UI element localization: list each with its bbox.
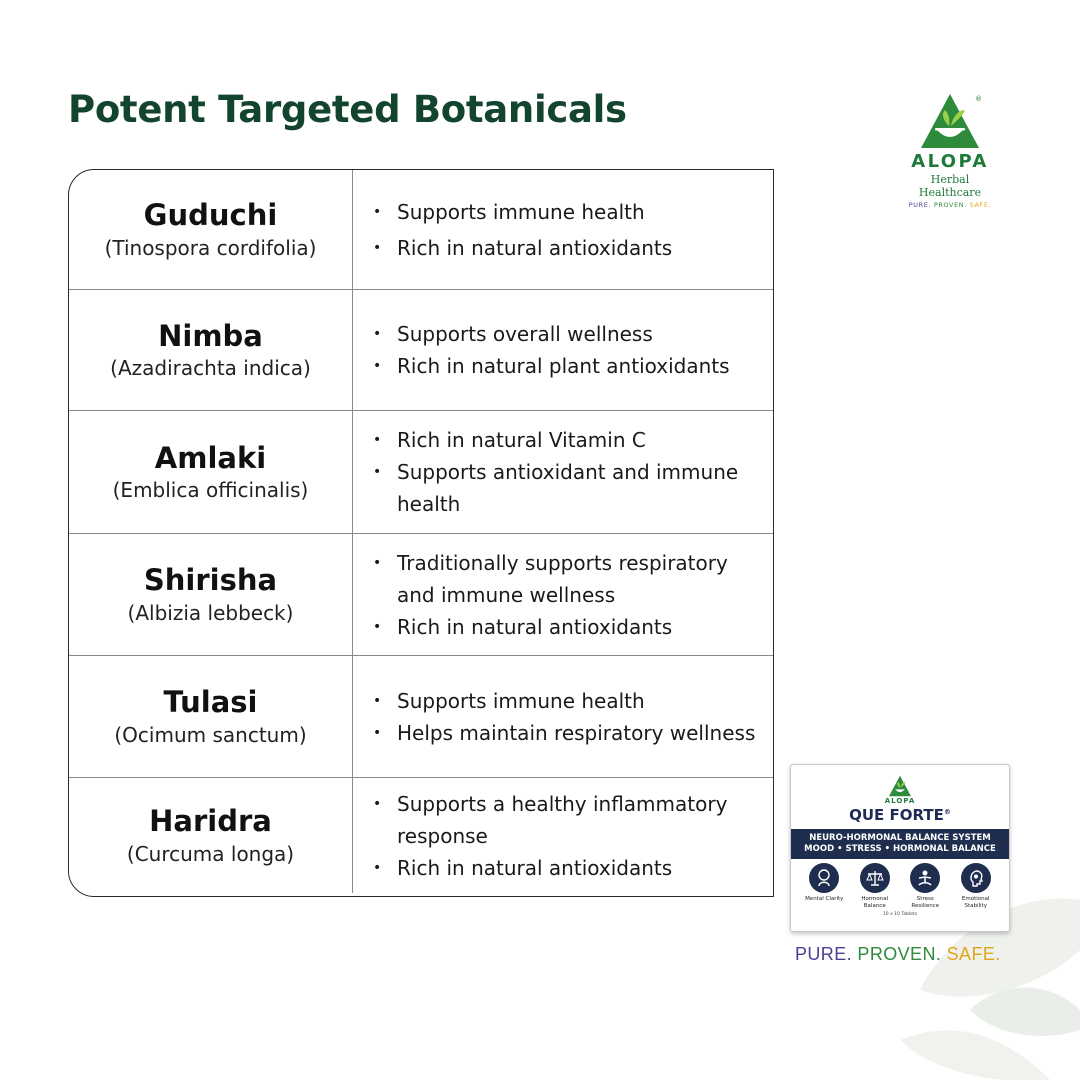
benefit-item: •Traditionally supports respiratory and … <box>373 547 763 611</box>
benefits-cell: •Traditionally supports respiratory and … <box>353 534 773 655</box>
bullet-icon: • <box>373 859 382 876</box>
benefit-item: •Supports immune health <box>373 196 763 228</box>
tagline-pure: PURE. <box>795 944 853 964</box>
benefit-item: •Supports immune health <box>373 685 763 717</box>
product-benefit: Stress Resilience <box>905 863 945 910</box>
bullet-icon: • <box>373 692 382 709</box>
tagline-proven: PROVEN. <box>857 944 942 964</box>
herb-latin-name: (Emblica officinalis) <box>112 478 309 503</box>
benefit-item: •Rich in natural plant antioxidants <box>373 350 763 382</box>
footer-tagline: PURE. PROVEN. SAFE. <box>795 944 1001 965</box>
svg-text:®: ® <box>975 95 981 103</box>
herb-cell: Tulasi (Ocimum sanctum) <box>69 656 353 777</box>
product-brand: ALOPA <box>884 797 916 805</box>
bullet-icon: • <box>373 326 382 342</box>
product-count: 10 x 10 Tablets <box>882 912 918 917</box>
table-row: Haridra (Curcuma longa) •Supports a heal… <box>69 778 773 893</box>
product-benefit: Mental Clarity <box>804 863 844 910</box>
herb-cell: Haridra (Curcuma longa) <box>69 778 353 893</box>
brand-tagline: PURE. PROVEN. SAFE. <box>908 201 992 209</box>
herb-latin-name: (Albizia lebbeck) <box>127 600 294 625</box>
scales-icon <box>859 863 890 893</box>
herb-cell: Nimba (Azadirachta indica) <box>69 290 353 410</box>
benefit-item: •Rich in natural antioxidants <box>373 232 763 264</box>
product-system: NEURO-HORMONAL BALANCE SYSTEM <box>809 833 991 843</box>
brand-name: ALOPA <box>911 151 989 172</box>
herb-latin-name: (Azadirachta indica) <box>110 356 311 381</box>
head-profile-icon <box>960 863 991 893</box>
bullet-icon: • <box>373 618 382 635</box>
benefits-cell: •Supports overall wellness •Rich in natu… <box>353 290 773 410</box>
brain-icon <box>809 863 840 893</box>
table-row: Guduchi (Tinospora cordifolia) •Supports… <box>69 170 773 290</box>
bullet-icon: • <box>373 554 382 571</box>
product-benefit-icons: Mental Clarity Hormonal Balance Stress R… <box>791 863 1009 910</box>
product-benefit: Hormonal Balance <box>855 863 895 910</box>
herb-name: Tulasi <box>163 685 258 720</box>
bullet-icon: • <box>373 358 382 374</box>
product-focus: MOOD • STRESS • HORMONAL BALANCE <box>804 844 996 854</box>
herb-latin-name: (Tinospora cordifolia) <box>104 235 317 260</box>
herb-name: Guduchi <box>143 198 278 233</box>
leaf-background <box>900 898 1080 1080</box>
product-name: QUE FORTE® <box>849 806 951 824</box>
alopa-logo-icon <box>889 775 911 797</box>
benefits-cell: •Supports immune health •Helps maintain … <box>353 656 773 777</box>
brand-logo: ® ALOPA Herbal Healthcare PURE. PROVEN. … <box>905 92 995 209</box>
herb-name: Haridra <box>149 804 272 839</box>
bullet-icon: • <box>373 203 382 220</box>
herb-latin-name: (Ocimum sanctum) <box>114 722 307 747</box>
table-row: Tulasi (Ocimum sanctum) •Supports immune… <box>69 656 773 778</box>
herb-cell: Shirisha (Albizia lebbeck) <box>69 534 353 655</box>
benefits-cell: •Supports immune health •Rich in natural… <box>353 170 773 289</box>
benefits-cell: •Rich in natural Vitamin C •Supports ant… <box>353 411 773 533</box>
table-row: Amlaki (Emblica officinalis) •Rich in na… <box>69 411 773 534</box>
herb-name: Amlaki <box>154 440 267 475</box>
benefit-item: •Supports overall wellness <box>373 318 763 350</box>
bullet-icon: • <box>373 239 382 256</box>
benefit-item: •Rich in natural Vitamin C <box>373 424 763 456</box>
benefit-item: •Supports a healthy inflammatory respons… <box>373 788 763 852</box>
bullet-icon: • <box>373 795 382 812</box>
herb-latin-name: (Curcuma longa) <box>126 841 295 866</box>
product-description-band: NEURO-HORMONAL BALANCE SYSTEM MOOD • STR… <box>791 829 1009 859</box>
herb-name: Nimba <box>158 318 263 353</box>
table-row: Nimba (Azadirachta indica) •Supports ove… <box>69 290 773 411</box>
herb-cell: Amlaki (Emblica officinalis) <box>69 411 353 533</box>
herb-name: Shirisha <box>143 563 278 598</box>
product-benefit: Emotional Stability <box>956 863 996 910</box>
benefits-cell: •Supports a healthy inflammatory respons… <box>353 778 773 893</box>
alopa-logo-icon: ® <box>921 94 981 148</box>
tagline-safe: SAFE. <box>946 944 1001 964</box>
benefit-item: •Helps maintain respiratory wellness <box>373 717 763 749</box>
botanicals-table: Guduchi (Tinospora cordifolia) •Supports… <box>68 169 774 897</box>
benefit-item: •Rich in natural antioxidants <box>373 852 763 884</box>
bullet-icon: • <box>373 724 382 741</box>
bullet-icon: • <box>373 432 382 448</box>
bullet-icon: • <box>373 464 382 480</box>
herb-cell: Guduchi (Tinospora cordifolia) <box>69 170 353 289</box>
meditation-icon <box>910 863 941 893</box>
benefit-item: •Rich in natural antioxidants <box>373 611 763 643</box>
page-title: Potent Targeted Botanicals <box>68 88 627 131</box>
product-package-image: ALOPA QUE FORTE® NEURO-HORMONAL BALANCE … <box>790 764 1010 932</box>
brand-subtitle: Herbal Healthcare <box>918 173 982 199</box>
table-row: Shirisha (Albizia lebbeck) •Traditionall… <box>69 534 773 656</box>
benefit-item: •Supports antioxidant and immune health <box>373 456 763 520</box>
